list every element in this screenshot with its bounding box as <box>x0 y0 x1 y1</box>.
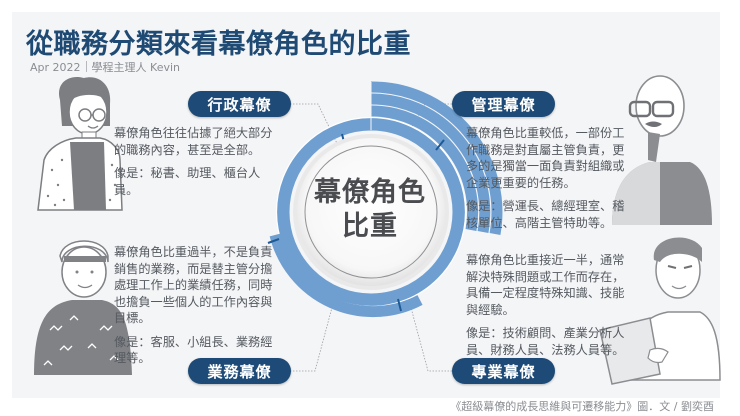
pill-sales-staff: 業務幕僚 <box>188 358 291 384</box>
professional-staff-summary: 幕僚角色比重接近一半，通常解決特殊問題或工作而存在，具備一定程度特殊知識、技能與… <box>466 253 625 317</box>
ring-arc-management-3 <box>370 81 503 235</box>
admin-staff-examples: 像是：秘書、助理、櫃台人員。 <box>114 166 261 197</box>
management-staff-summary: 幕僚角色比重較低，一部份工作職務是對直屬主管負責，更多的是獨當一面負責對組織或企… <box>466 126 625 190</box>
pill-professional-staff: 專業幕僚 <box>452 358 555 384</box>
publish-date: Apr 2022 <box>30 61 81 74</box>
woman-with-glasses-illustration <box>37 76 123 211</box>
professional-staff-examples: 像是：技術顧問、產業分析人員、財務人員、法務人員等。 <box>466 326 625 357</box>
center-disc-inner-ring <box>304 145 438 279</box>
center-label-line2: 比重 <box>342 211 398 242</box>
pill-admin-staff: 行政幕僚 <box>188 91 291 117</box>
center-label-line1: 幕僚角色 <box>314 177 426 208</box>
management-staff-examples: 像是：營運長、總經理室、稽核單位、高階主管特助等。 <box>466 199 625 230</box>
center-disc <box>297 138 445 286</box>
sales-staff-summary: 幕僚角色比重過半，不是負責銷售的業務，而是替主管分擔處理工作上的業績任務，同時也… <box>114 245 273 325</box>
pill-management-staff: 管理幕僚 <box>452 91 555 117</box>
center-label: 幕僚角色 比重 <box>300 176 440 244</box>
bald-man-with-glasses-illustration <box>612 75 712 225</box>
byline: Apr 2022 學程主理人 Kevin <box>30 59 180 75</box>
ring-arc-management-1 <box>370 105 479 231</box>
sales-staff-examples: 像是：客服、小組長、業務經理等。 <box>114 334 273 366</box>
source-credit: 《超級幕僚的成長思維與可遷移能力》圖．文 / 劉奕酉 <box>450 400 714 413</box>
man-with-beanie-illustration <box>34 240 132 375</box>
man-with-laptop-illustration <box>599 237 721 385</box>
divider <box>85 61 87 72</box>
page-title: 從職務分類來看幕僚角色的比重 <box>26 29 411 60</box>
author: 學程主理人 Kevin <box>91 61 180 74</box>
admin-staff-description: 幕僚角色往往佔據了絕大部分的職務內容，甚至是全部。 像是：秘書、助理、櫃台人員。 <box>114 125 284 205</box>
admin-staff-summary: 幕僚角色往往佔據了絕大部分的職務內容，甚至是全部。 <box>114 126 273 157</box>
professional-staff-description: 幕僚角色比重接近一半，通常解決特殊問題或工作而存在，具備一定程度特殊知識、技能與… <box>466 252 630 365</box>
management-staff-description: 幕僚角色比重較低，一部份工作職務是對直屬主管負責，更多的是獨當一面負責對組織或企… <box>466 125 628 238</box>
sales-staff-description: 幕僚角色比重過半，不是負責銷售的業務，而是替主管分擔處理工作上的業績任務，同時也… <box>114 244 276 374</box>
ring-arc-sales <box>269 233 423 318</box>
ring-arc-management-2 <box>370 93 491 233</box>
